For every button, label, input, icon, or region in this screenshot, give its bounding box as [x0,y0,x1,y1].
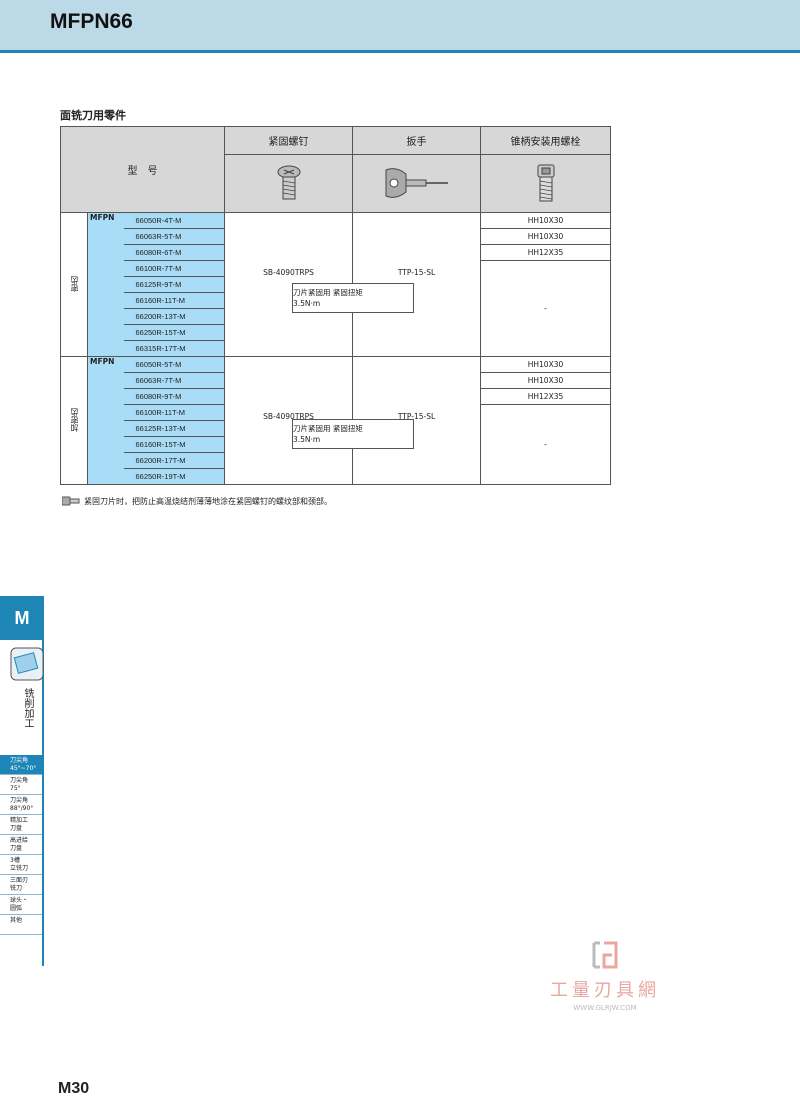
sidebar-item[interactable]: 3槽立铣刀 [0,855,42,875]
sidebar-item[interactable]: 精加工刀盘 [0,815,42,835]
group2-torque-box: 刀片紧固用 紧固扭矩 3.5N·m [292,419,414,449]
group1-screw: SB-4090TRPS [263,268,314,277]
table-row-model: 66125R-13T-M [123,420,226,437]
bolt-image [480,154,612,213]
table-row-model: 66160R-15T-M [123,436,226,453]
table-row-model: 66160R-11T-M [123,292,226,309]
table-row-model: 66050R-5T-M [123,356,226,373]
table-row-bolt: HH12X35 [480,388,612,405]
group2-label: 加密齿 [69,407,79,432]
watermark-en: WWW.GLRJW.COM [573,1004,637,1012]
table-row-model: 66200R-13T-M [123,308,226,325]
sidebar-tab-m[interactable]: M [0,596,44,640]
wrench-icon [385,167,448,198]
group1-torque-box: 刀片紧固用 紧固扭矩 3.5N·m [292,283,414,313]
section-title: 面铣刀用零件 [60,109,126,122]
note: 紧固刀片时，把防止高温烧结剂薄薄地涂在紧固螺钉的螺纹部和颈部。 [62,495,332,507]
group2-torque-line1: 刀片紧固用 紧固扭矩 [293,424,363,433]
note-text: 紧固刀片时，把防止高温烧结剂薄薄地涂在紧固螺钉的螺纹部和颈部。 [84,496,332,506]
table-row-model: 66100R-7T-M [123,260,226,277]
table-row-model: 66125R-9T-M [123,276,226,293]
table-row-bolt: HH10X30 [480,372,612,389]
sidebar-item[interactable]: 高进给刀盘 [0,835,42,855]
table-row-bolt: - [480,260,612,357]
table-row-bolt: - [480,404,612,485]
table-row-model: 66080R-9T-M [123,388,226,405]
group1-torque-line1: 刀片紧固用 紧固扭矩 [293,288,363,297]
parts-table: 型 号 紧固螺钉 扳手 锥柄安装用螺栓 [59,126,612,485]
group1-wrench: TTP-15-SL [397,268,436,277]
group1-torque-line2: 3.5N·m [293,299,321,308]
table-row-bolt: HH10X30 [480,212,612,229]
group2-screw: SB-4090TRPS [263,412,314,421]
sidebar-item[interactable]: 其他 [0,915,42,935]
sidebar-line [42,596,44,966]
col-header-wrench: 扳手 [352,126,482,155]
table-row-bolt: HH10X30 [480,228,612,245]
table-row-model: 66050R-4T-M [123,212,226,229]
watermark-cn: 工量刃具網 [550,980,660,1001]
sidebar-item[interactable]: 三面刃铣刀 [0,875,42,895]
group2-label-cell: 加密齿 [60,356,88,485]
group1-prefix: MFPN [87,212,124,357]
header-rule [0,50,800,53]
bolt-icon [537,164,555,201]
screw-note-icon [62,496,80,506]
sidebar-item[interactable]: 球头・圆弧 [0,895,42,915]
table-row-model: 66200R-17T-M [123,452,226,469]
group1-label-cell: 密齿 [60,212,88,357]
page-header: MFPN66 [0,0,800,53]
table-row-bolt: HH10X30 [480,356,612,373]
watermark: 工量刃具網 WWW.GLRJW.COM [540,940,670,1012]
screw-image [224,154,354,213]
table-row-model: 66080R-6T-M [123,244,226,261]
group1-label: 密齿 [69,275,79,292]
group2-prefix: MFPN [87,356,124,485]
group2-wrench: TTP-15-SL [397,412,436,421]
table-row-model: 66100R-11T-M [123,404,226,421]
table-row-model: 66063R-5T-M [123,228,226,245]
group2-torque-line2: 3.5N·m [293,435,321,444]
col-header-bolt: 锥柄安装用螺栓 [480,126,612,155]
table-row-model: 66063R-7T-M [123,372,226,389]
page-number: M30 [58,1080,90,1097]
table-row-model: 66250R-15T-M [123,324,226,341]
table-row-model: 66315R-17T-M [123,340,226,357]
screw-icon [277,165,301,199]
col-header-screw: 紧固螺钉 [224,126,354,155]
table-row-model: 66250R-19T-M [123,468,226,485]
watermark-logo-icon [592,941,618,969]
page-title: MFPN66 [50,10,133,33]
wrench-image [352,154,482,213]
col-header-model: 型 号 [59,126,226,213]
table-row-bolt: HH12X35 [480,244,612,261]
sidebar-vertical-label: 铣削加工 [22,688,33,728]
milling-icon [10,647,44,681]
